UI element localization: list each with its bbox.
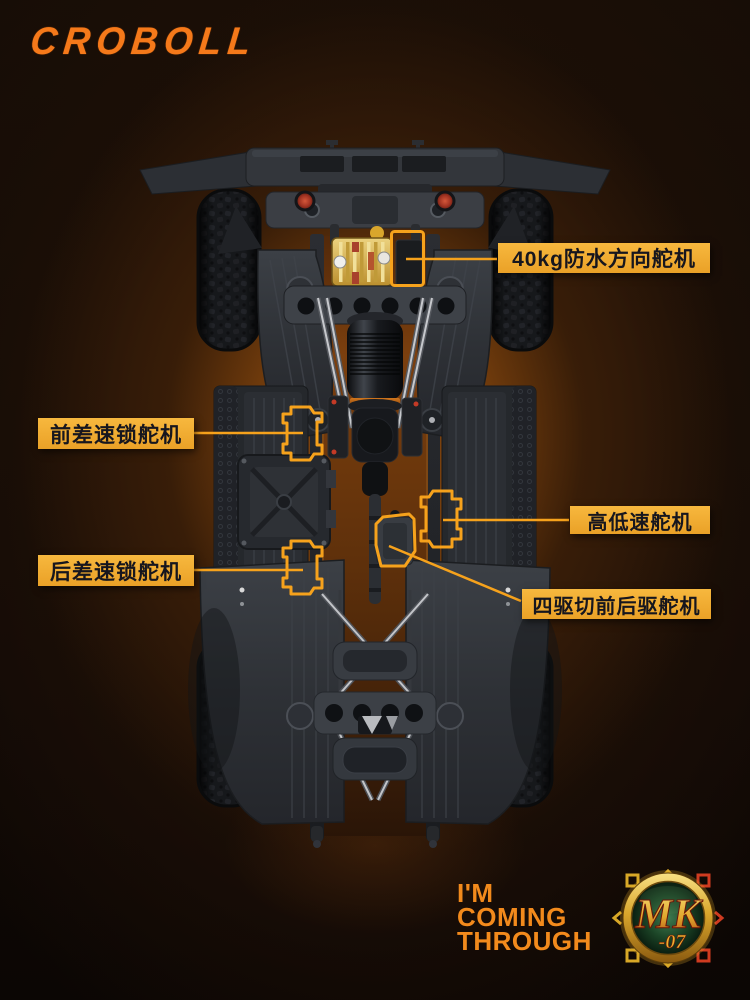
badge-chevron-left — [611, 910, 622, 926]
badge-corner-bottom-left — [625, 948, 640, 963]
rear-diff-servo-highlight — [281, 539, 324, 596]
callout-label-steering-servo: 40kg防水方向舵机 — [498, 243, 710, 273]
bumper-mount — [265, 190, 485, 246]
receiver-box — [237, 454, 336, 550]
callout-label-high-low-speed-servo: 高低速舵机 — [570, 506, 710, 534]
high-low-servo-highlight — [419, 489, 463, 549]
mk07-badge: MK -07 — [611, 868, 725, 969]
slogan-line-2: COMING — [457, 902, 567, 932]
drive-switch-servo-highlight — [374, 512, 417, 568]
front-links — [315, 297, 435, 429]
slogan-line-3: THROUGH — [457, 926, 592, 956]
badge-chevron-right — [714, 910, 725, 926]
badge-code: -07 — [659, 931, 687, 953]
badge-corner-top-left — [625, 873, 640, 888]
callout-line-drive-switch — [388, 544, 522, 603]
callout-label-front-diff-lock-servo: 前差速锁舵机 — [38, 418, 194, 449]
brand-logo: CROBOLL — [28, 20, 259, 63]
right-marker-lamp — [434, 190, 456, 212]
steering-servo-gold — [331, 226, 393, 287]
left-marker-lamp — [294, 190, 316, 212]
badge-corner-top-right — [696, 873, 711, 888]
slogan: I'M COMING THROUGH — [457, 878, 592, 956]
callout-label-drive-switch-servo: 四驱切前后驱舵机 — [522, 589, 711, 619]
callout-label-rear-diff-lock-servo: 后差速锁舵机 — [38, 555, 194, 586]
badge-frame-marks — [611, 868, 725, 969]
slogan-line-1: I'M — [457, 878, 494, 908]
badge-corner-bottom-right — [696, 948, 711, 963]
badge-title: MK — [634, 892, 703, 938]
rear-axle-assembly — [286, 641, 464, 781]
